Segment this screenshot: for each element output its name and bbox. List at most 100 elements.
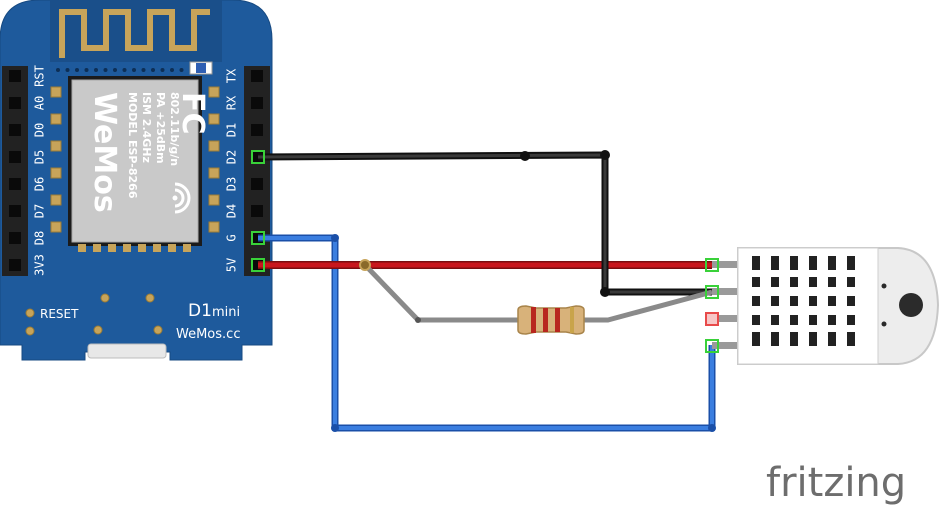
pin-label: D6 [33, 177, 47, 191]
via-dot [84, 68, 89, 72]
vent-slot [809, 256, 817, 270]
header-socket [251, 205, 263, 217]
sensor-pin [712, 261, 742, 268]
via-dot [179, 68, 184, 72]
gold-pad [208, 86, 220, 98]
vent-slot [809, 315, 817, 325]
via-dot [94, 68, 98, 72]
board-name-mini: mini [212, 305, 240, 320]
mount-pad [153, 325, 163, 335]
reset-pad [25, 308, 35, 318]
gold-pad [50, 167, 62, 179]
vent-slot [847, 256, 855, 270]
header-socket [9, 178, 21, 190]
reset-label: RESET [40, 307, 79, 321]
mount-pad [145, 293, 155, 303]
bend-point [331, 424, 339, 432]
vent-slot [771, 296, 779, 306]
module-pad [168, 244, 176, 252]
board-site: WeMos.cc [176, 327, 240, 342]
resistor-junction [359, 259, 371, 271]
module-model: ESP-8266 [126, 140, 139, 199]
pin-label: D2 [225, 150, 239, 164]
module-pad [78, 244, 86, 252]
via-dot [103, 68, 108, 72]
via-dot [122, 68, 127, 72]
vent-slot [771, 315, 779, 325]
connection-markers [251, 150, 719, 353]
sensor-pin-connected-vcc [705, 258, 719, 272]
bend-point [600, 287, 610, 297]
module-model-label: MODEL [126, 92, 139, 136]
bend-point [331, 234, 339, 242]
vent-slot [847, 315, 855, 325]
dht-sensor [712, 247, 940, 365]
module-pad [93, 244, 101, 252]
gold-pad [50, 194, 62, 206]
resistor-band [555, 308, 560, 332]
header-socket [9, 151, 21, 163]
vent-slot [809, 277, 817, 287]
gold-pad [208, 140, 220, 152]
vent-slot [809, 332, 817, 346]
bend-point [708, 424, 716, 432]
gold-pad [208, 194, 220, 206]
pin-label: RX [225, 95, 239, 110]
wires [257, 150, 716, 432]
vent-slot [828, 277, 836, 287]
vent-slot [847, 277, 855, 287]
vent-slot [752, 332, 760, 346]
pin-label: D0 [33, 123, 47, 137]
pin-label: RST [33, 65, 47, 87]
resistor-band [531, 307, 536, 333]
module-brand: WeMos [87, 92, 122, 213]
bend-point [600, 150, 610, 160]
pin-label: D3 [225, 177, 239, 191]
pullup-resistor [517, 305, 585, 335]
pin-label: D7 [33, 204, 47, 218]
resistor-lead-right [583, 289, 713, 323]
header-socket [251, 124, 263, 136]
via-dot [56, 68, 60, 72]
vent-slot [752, 315, 760, 325]
vent-slot [752, 296, 760, 306]
resistor-band [543, 308, 548, 332]
pin-label: 5V [225, 258, 239, 272]
gold-pad [208, 221, 220, 233]
resistor-lead-left [363, 263, 520, 323]
module-pad [123, 244, 131, 252]
sensor-pin [712, 315, 742, 322]
usb-connector [87, 343, 167, 359]
via-dot [151, 68, 155, 72]
sensor-pin-unconnected-nc [705, 312, 719, 326]
bend-point [415, 317, 421, 323]
sensor-pin-connected-data [705, 285, 719, 299]
vent-slot [828, 332, 836, 346]
vent-slot [790, 256, 798, 270]
vent-slot [771, 256, 779, 270]
module-spec-80211: 802.11b/g/n [168, 92, 181, 166]
vent-slot [752, 256, 760, 270]
module-pad [153, 244, 161, 252]
pin-connected-5v [251, 258, 265, 272]
via-dot [65, 68, 70, 72]
vent-slot [847, 296, 855, 306]
via-dot [113, 68, 117, 72]
header-socket [251, 97, 263, 109]
via-dot [160, 68, 165, 72]
pin-label: D8 [33, 231, 47, 245]
sensor-pin [712, 342, 742, 349]
pin-label: D1 [225, 123, 239, 137]
vent-slot [828, 315, 836, 325]
module-spec-ism: ISM 2.4GHz [140, 92, 153, 163]
sensor-mount-hole [899, 293, 923, 317]
pin-label: A0 [33, 96, 47, 110]
pin-connected-d2 [251, 150, 265, 164]
fritzing-watermark: fritzing [766, 460, 906, 506]
header-socket [251, 178, 263, 190]
via-dot [170, 68, 174, 72]
sensor-pin-connected-gnd [705, 339, 719, 353]
module-pad [108, 244, 116, 252]
gold-pad [208, 113, 220, 125]
